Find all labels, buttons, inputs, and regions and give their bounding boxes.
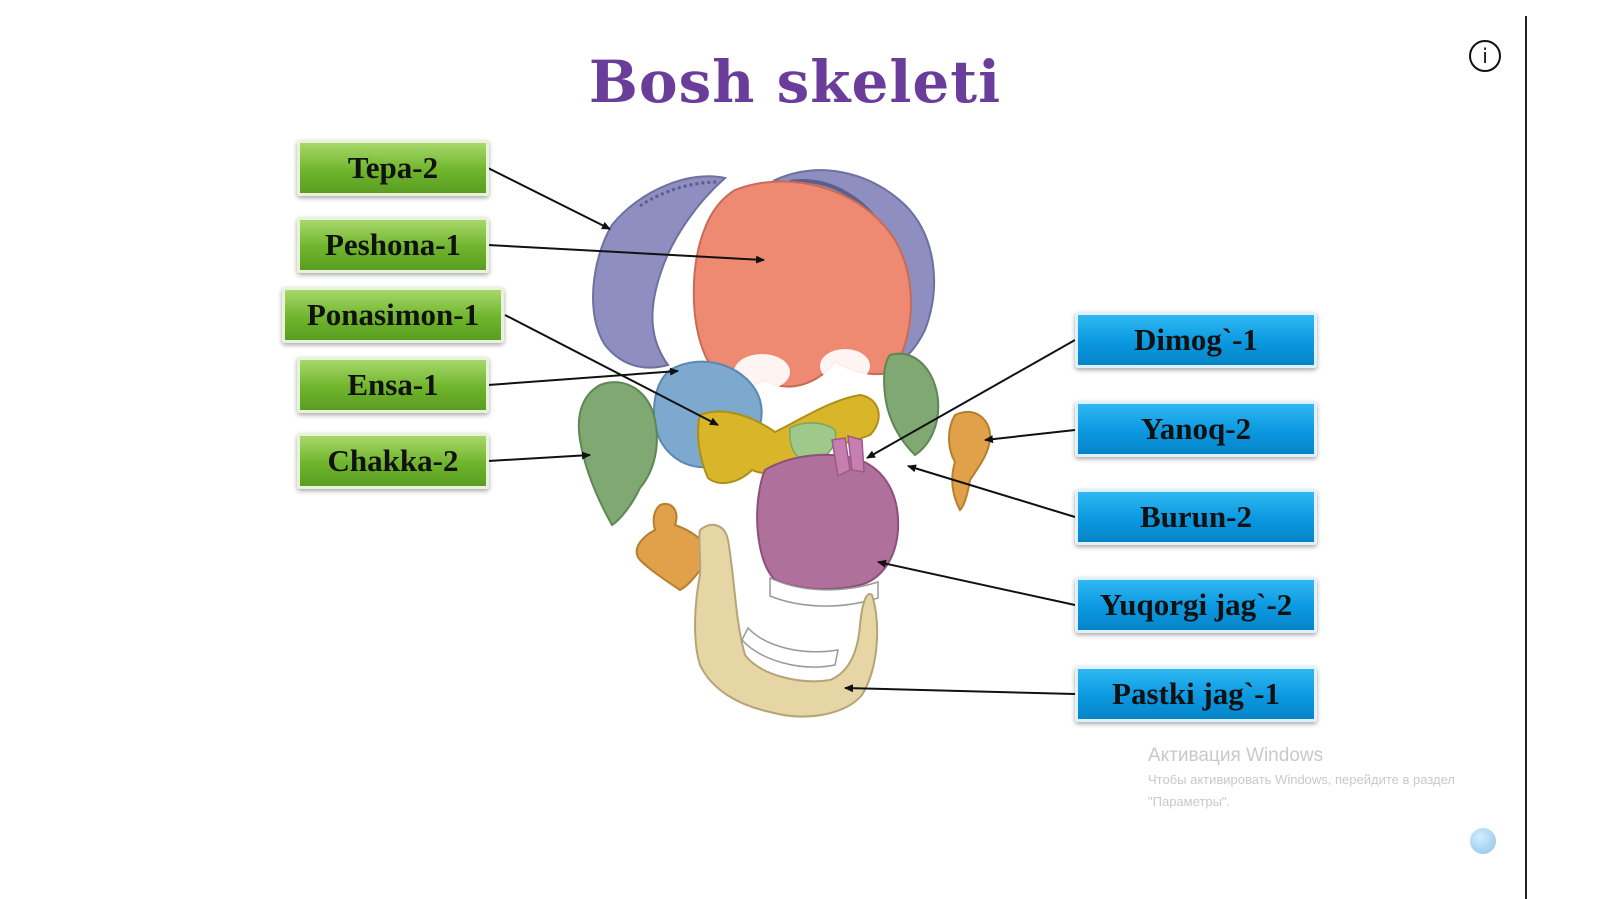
pointer-ponasimon bbox=[504, 314, 719, 426]
zygomatic-bone-right bbox=[948, 410, 992, 512]
orbit-right bbox=[820, 349, 870, 383]
maxilla-bone bbox=[756, 453, 900, 591]
parietal-suture-left bbox=[639, 180, 719, 208]
temporal-bone-right bbox=[883, 352, 940, 457]
zygomatic-bone-left bbox=[635, 502, 714, 592]
frontal-bone bbox=[692, 180, 912, 388]
pointer-yuqorgi-jag bbox=[877, 559, 1076, 606]
pointer-dimog bbox=[866, 339, 1076, 459]
pointer-ensa bbox=[487, 367, 679, 386]
parietal-bone-left bbox=[592, 175, 728, 369]
slide-divider bbox=[1525, 16, 1527, 899]
label-dimog: Dimog`-1 bbox=[1075, 312, 1317, 368]
nasal-bone-right bbox=[847, 434, 865, 473]
label-yanoq: Yanoq-2 bbox=[1075, 401, 1317, 457]
pointer-tepa bbox=[487, 167, 611, 230]
pointer-yanoq bbox=[984, 429, 1076, 444]
pointer-burun bbox=[907, 464, 1076, 518]
watermark-text: Чтобы активировать Windows, перейдите в … bbox=[1148, 772, 1455, 809]
info-icon[interactable]: i bbox=[1469, 40, 1501, 72]
activation-watermark: Активация Windows Чтобы активировать Win… bbox=[1148, 745, 1478, 813]
temporal-bone-left bbox=[577, 381, 658, 527]
label-ensa: Ensa-1 bbox=[297, 357, 489, 413]
ethmoid-bone bbox=[789, 422, 837, 463]
mandible-bone bbox=[694, 523, 879, 718]
upper-teeth bbox=[769, 576, 879, 607]
label-chakka: Chakka-2 bbox=[297, 433, 489, 489]
label-tepa: Tepa-2 bbox=[297, 140, 489, 196]
label-ponasimon: Ponasimon-1 bbox=[282, 287, 504, 343]
label-peshona: Peshona-1 bbox=[297, 217, 489, 273]
lower-teeth bbox=[741, 626, 839, 668]
pointer-pastki-jag bbox=[844, 684, 1076, 695]
pointer-chakka bbox=[487, 451, 591, 462]
pointer-peshona bbox=[487, 244, 765, 264]
watermark-title: Активация Windows bbox=[1148, 745, 1324, 766]
label-pastki-jag: Pastki jag`-1 bbox=[1075, 666, 1317, 722]
loading-spinner-icon bbox=[1470, 828, 1496, 854]
page-title: Bosh skeleti bbox=[588, 48, 1002, 116]
label-burun: Burun-2 bbox=[1075, 489, 1317, 545]
nasal-bone-left bbox=[831, 437, 851, 478]
label-yuqorgi-jag: Yuqorgi jag`-2 bbox=[1075, 577, 1317, 633]
